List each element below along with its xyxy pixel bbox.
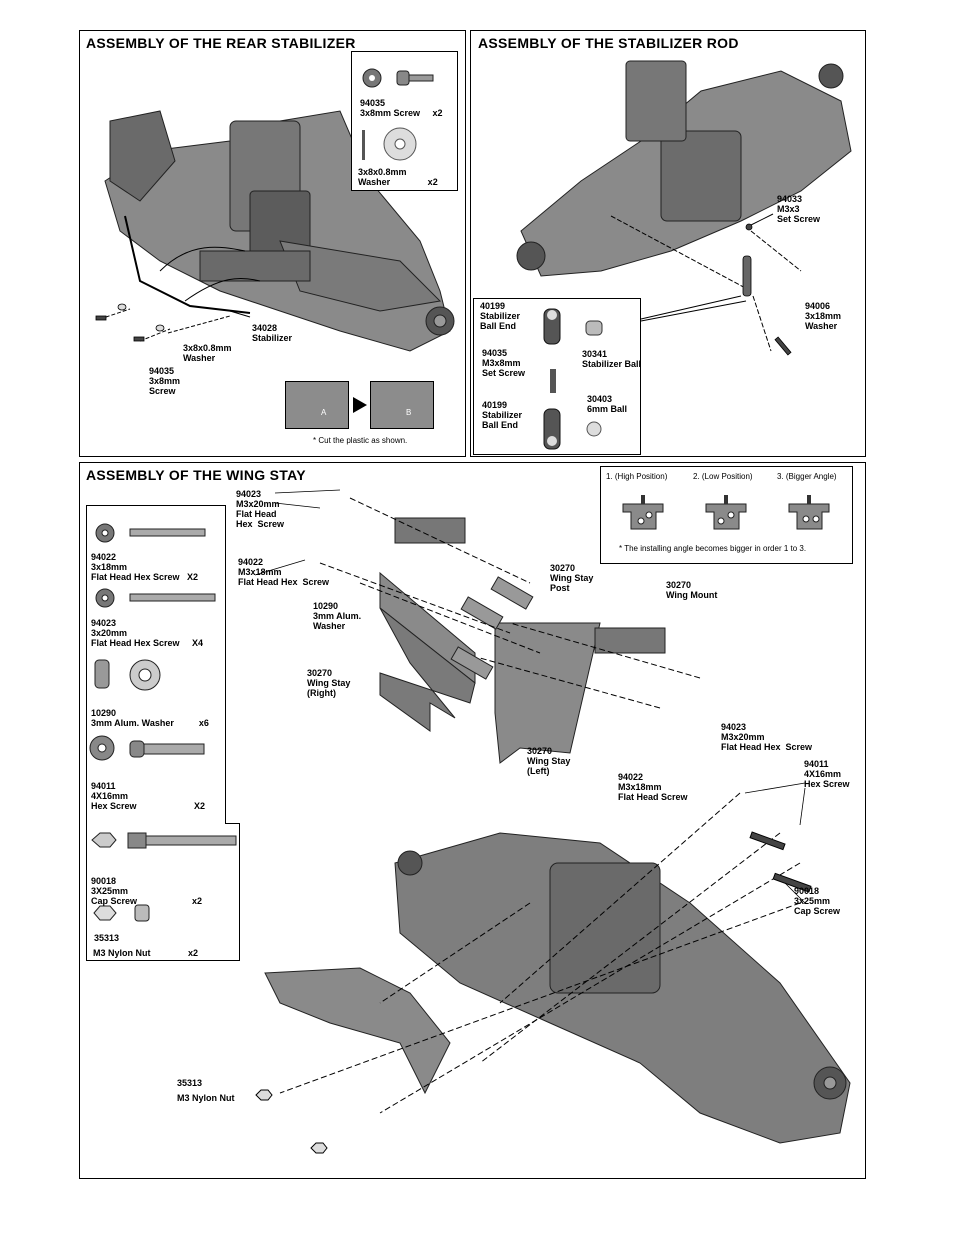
wing-mount-positions-icon (622, 495, 830, 530)
ball-end-bottom-label: 40199 Stabilizer Ball End (482, 400, 523, 430)
wing-stay-title: ASSEMBLY OF THE WING STAY (86, 467, 306, 483)
position-low: 2. (Low Position) (693, 472, 753, 481)
rear-stabilizer-title: ASSEMBLY OF THE REAR STABILIZER (86, 35, 356, 51)
rear-parts-box: 94035 3x8mm Screw x2 3x8x0.8mm Washer x2 (351, 51, 458, 191)
rod-assembly-drawing (516, 60, 852, 356)
position-box: 1. (High Position) 2. (Low Position) 3. … (600, 466, 853, 564)
label-wing-stay-right: 30270 Wing Stay (Right) (307, 668, 351, 698)
ball-end-top-label: 40199 Stabilizer Ball End (480, 301, 521, 331)
part-35313-code: 35313 (94, 933, 120, 943)
label-wing-post: 30270 Wing Stay Post (550, 563, 594, 593)
set-screw-top-label: 94033 M3x3 Set Screw (777, 194, 821, 224)
stabilizer-rod-panel: ASSEMBLY OF THE STABILIZER ROD (470, 30, 866, 457)
arrow-icon (353, 397, 367, 413)
cut-after-image: B (370, 381, 434, 429)
rear-part-washer: 3x8x0.8mm Washer x2 (358, 167, 438, 187)
position-note: * The installing angle becomes bigger in… (619, 544, 807, 553)
parts-box-bottom (86, 960, 240, 961)
label-90018: 90018 3x25mm Cap Screw (794, 886, 841, 916)
part-94011: 94011 4X16mm Hex Screw X2 (91, 781, 206, 811)
part-35313: M3 Nylon Nut x2 (93, 948, 199, 958)
parts-box-edge (225, 505, 226, 823)
label-94023-top: 94023 M3x20mm Flat Head Hex Screw (236, 489, 285, 529)
set-screw-label: 94035 M3x8mm Set Screw (482, 348, 526, 378)
screw-label: 94035 3x8mm Screw (149, 366, 181, 396)
screw-washer-icon (362, 68, 434, 161)
washer-label: 3x8x0.8mm Washer (183, 343, 232, 363)
label-35313-nut: M3 Nylon Nut (177, 1093, 235, 1103)
label-10290: 10290 3mm Alum. Washer (313, 601, 362, 631)
stabilizer-ball-label: 30341 Stabilizer Ball (582, 349, 642, 369)
wing-stay-panel: ASSEMBLY OF THE WING STAY 1. (High Posit… (79, 462, 866, 1179)
cut-label-b: B (406, 408, 412, 417)
position-high: 1. (High Position) (606, 472, 668, 481)
ball-end-icon (543, 308, 603, 450)
cut-note: * Cut the plastic as shown. (313, 436, 408, 445)
rear-part-screw: 94035 3x8mm Screw x2 (360, 98, 443, 118)
wing-parts-icons (89, 489, 851, 1154)
washer-rod-label: 94006 3x18mm Washer (805, 301, 842, 331)
rear-stabilizer-panel: ASSEMBLY OF THE REAR STABILIZER (79, 30, 466, 457)
stabilizer-label: 34028 Stabilizer (252, 323, 293, 343)
ball6-label: 30403 6mm Ball (587, 394, 628, 414)
parts-box-edge-2 (239, 823, 240, 961)
label-94022-top: 94022 M3x18mm Flat Head Hex Screw (238, 557, 330, 587)
cut-label-a: A (321, 408, 327, 417)
part-10290: 10290 3mm Alum. Washer x6 (91, 708, 209, 728)
part-90018: 90018 3X25mm Cap Screw x2 (91, 876, 203, 906)
rod-inset-box: 40199 Stabilizer Ball End 94035 M3x8mm S… (473, 298, 641, 455)
parts-box-step (225, 823, 239, 824)
label-wing-mount: 30270 Wing Mount (666, 580, 718, 600)
part-94022: 94022 3x18mm Flat Head Hex Screw X2 (91, 552, 199, 582)
label-94011: 94011 4X16mm Hex Screw (804, 759, 850, 789)
label-35313: 35313 (177, 1078, 203, 1088)
label-94022-right: 94022 M3x18mm Flat Head Screw (618, 772, 688, 802)
label-wing-stay-left: 30270 Wing Stay (Left) (527, 746, 571, 776)
stabilizer-rod-title: ASSEMBLY OF THE STABILIZER ROD (478, 35, 739, 51)
part-94023: 94023 3x20mm Flat Head Hex Screw X4 (91, 618, 204, 648)
cut-before-image: A (285, 381, 349, 429)
label-94023-right: 94023 M3x20mm Flat Head Hex Screw (721, 722, 813, 752)
position-angle: 3. (Bigger Angle) (777, 472, 837, 481)
